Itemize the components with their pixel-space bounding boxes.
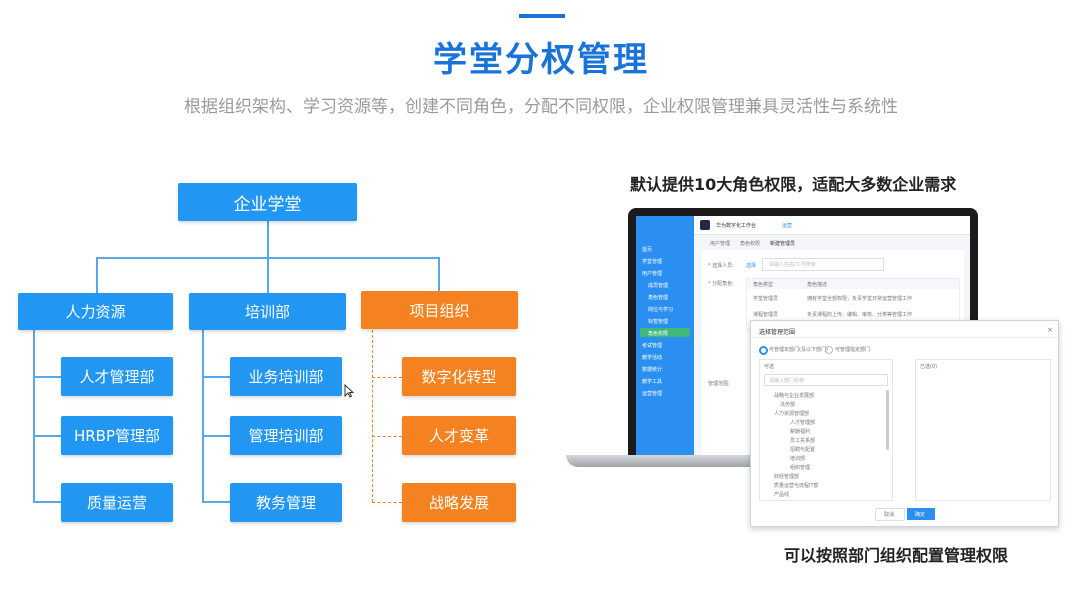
dept-search-input[interactable]: 请输入部门名称 — [764, 374, 888, 386]
tree-item[interactable]: 质量运营与流程IT部 — [774, 483, 819, 489]
breadcrumb-item: 新建管理员 — [770, 241, 796, 247]
org-dept-hr: 人力资源 — [18, 293, 173, 330]
org-node: 数字化转型 — [402, 357, 516, 396]
org-root: 企业学堂 — [178, 183, 357, 221]
connector-hr-trunk — [33, 330, 35, 502]
table-cell: 负责课程的上传、编辑、审核、分类等管理工作 — [807, 312, 913, 318]
connector-project-1 — [372, 377, 402, 378]
table-cell: 课程管理员 — [753, 312, 779, 318]
page-subtitle: 根据组织架构、学习资源等，创建不同角色，分配不同权限，企业权限管理兼具灵活性与系… — [184, 97, 898, 117]
connector-project-3 — [372, 502, 402, 503]
menu-item[interactable]: 运营管理 — [642, 391, 663, 397]
app-tag[interactable]: 运营 — [782, 223, 793, 229]
tree-scrollbar[interactable] — [886, 390, 889, 450]
connector-hr-3 — [33, 501, 61, 503]
select-button[interactable]: 选择 — [746, 263, 757, 269]
caption-department-permissions: 可以按照部门组织配置管理权限 — [784, 546, 1009, 565]
panel-title: 可选 — [764, 364, 775, 370]
breadcrumb-item[interactable]: 用户管理 — [710, 241, 731, 247]
menu-item[interactable]: 成员管理 — [648, 283, 669, 289]
field-label: 管理范围: — [708, 381, 730, 387]
connector-project-trunk — [372, 330, 373, 502]
breadcrumb-item[interactable]: 角色权限 — [740, 241, 761, 247]
connector-hr-1 — [33, 376, 61, 378]
tree-item[interactable]: 人力资源管理部 — [774, 411, 810, 417]
close-icon[interactable]: × — [1047, 326, 1053, 334]
connector-training-trunk — [202, 330, 204, 502]
menu-item[interactable]: 标签管理 — [648, 319, 669, 325]
org-dept-project: 项目组织 — [361, 291, 518, 329]
connector-training — [267, 257, 269, 293]
connector-project — [438, 257, 440, 293]
caption-default-roles: 默认提供10大角色权限，适配大多数企业需求 — [630, 175, 957, 194]
field-label: * 分配角色: — [708, 281, 734, 287]
tree-item[interactable]: 战略与企业发展部 — [774, 393, 815, 399]
menu-item[interactable]: 角色管理 — [648, 295, 669, 301]
table-cell: 学堂管理员 — [753, 296, 779, 302]
title-accent-bar — [519, 14, 565, 18]
tree-item[interactable]: 招聘与配置 — [790, 447, 816, 453]
tree-item[interactable]: 组织管理 — [790, 465, 811, 471]
menu-item[interactable]: 用户管理 — [642, 271, 663, 277]
dialog-divider — [751, 337, 1058, 338]
app-sidebar: 首页 学堂管理 用户管理 成员管理 角色管理 岗位与学习 标签管理 角色权限 考… — [636, 216, 694, 455]
org-dept-training: 培训部 — [189, 293, 346, 330]
tree-item[interactable]: 财经管理部 — [774, 474, 800, 480]
menu-item[interactable]: 教学工具 — [642, 379, 663, 385]
table-cell: 拥有学堂全部权限，负责学堂日常运营管理工作 — [807, 296, 913, 302]
org-node: 质量运营 — [61, 483, 173, 522]
menu-item-active[interactable]: 角色权限 — [640, 328, 690, 337]
menu-item[interactable]: 首页 — [642, 247, 653, 253]
menu-item[interactable]: 数据统计 — [642, 367, 663, 373]
radio-specific-dept[interactable] — [825, 346, 833, 354]
org-node: 教务管理 — [230, 483, 342, 522]
connector-root — [267, 220, 269, 258]
menu-item[interactable]: 学堂管理 — [642, 259, 663, 265]
scope-dialog: 选择管理范围 × 可管理本部门(及以下部门) 可管理指定部门 可选 请输入部门名… — [750, 320, 1059, 527]
org-node: HRBP管理部 — [61, 416, 173, 455]
menu-item[interactable]: 岗位与学习 — [648, 307, 674, 313]
connector-training-3 — [202, 501, 230, 503]
field-label: * 选择人员: — [708, 263, 734, 269]
connector-project-2 — [372, 436, 402, 437]
org-node: 管理培训部 — [230, 416, 342, 455]
cancel-button[interactable]: 取消 — [875, 508, 905, 521]
menu-item[interactable]: 教学活动 — [642, 355, 663, 361]
roles-table-header: 角色类型 角色描述 — [747, 279, 959, 289]
selected-panel: 已选(0) — [915, 359, 1051, 501]
menu-item[interactable]: 考试管理 — [642, 343, 663, 349]
radio-label: 可管理本部门(及以下部门) — [769, 347, 828, 353]
radio-label: 可管理指定部门 — [835, 347, 871, 353]
connector-hr-2 — [33, 435, 61, 437]
tree-item[interactable]: 员工关系部 — [790, 438, 816, 444]
app-logo-icon — [700, 220, 710, 230]
org-node: 业务培训部 — [230, 357, 342, 396]
org-node: 战略发展 — [402, 483, 516, 522]
tree-item[interactable]: 产品线 — [774, 492, 790, 498]
mouse-cursor-icon — [344, 383, 355, 401]
app-topbar: 华为数字化工作台 运营 — [694, 216, 970, 235]
connector-hr — [96, 257, 98, 293]
org-node: 人才变革 — [402, 416, 516, 455]
confirm-button[interactable]: 确定 — [907, 508, 935, 520]
tree-item[interactable]: 法务部 — [780, 402, 796, 408]
connector-training-1 — [202, 376, 230, 378]
page-title: 学堂分权管理 — [433, 40, 649, 80]
app-name: 华为数字化工作台 — [716, 223, 757, 229]
tree-item[interactable]: 培训部 — [790, 456, 806, 462]
dialog-title: 选择管理范围 — [759, 329, 796, 336]
panel-title: 已选(0) — [920, 364, 938, 370]
search-input[interactable]: 请输入姓名/工号搜索 — [762, 258, 884, 271]
tree-item[interactable]: 人才管理部 — [790, 420, 816, 426]
radio-own-dept[interactable] — [759, 346, 768, 355]
tree-item[interactable]: 薪酬福利 — [790, 429, 811, 435]
connector-training-2 — [202, 435, 230, 437]
available-panel: 可选 请输入部门名称 战略与企业发展部 法务部 人力资源管理部 人才管理部 薪酬… — [759, 359, 893, 501]
org-node: 人才管理部 — [61, 357, 173, 396]
